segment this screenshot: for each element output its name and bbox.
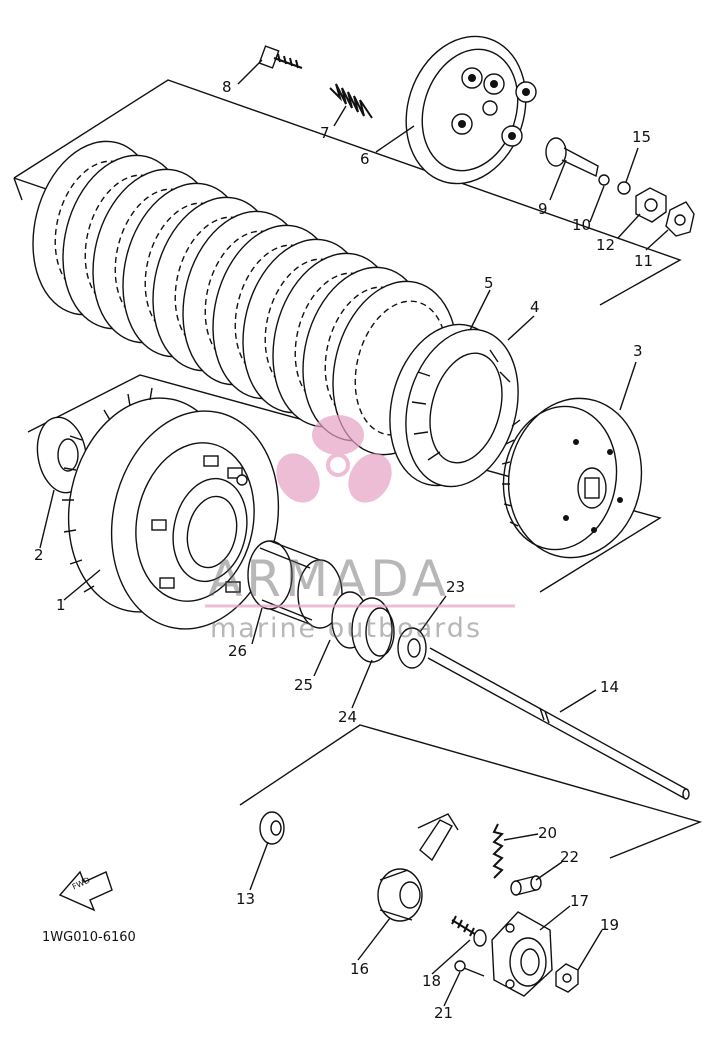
friction-plate-4 [405,328,519,488]
clutch-nut [635,187,667,223]
callout-17: 17 [570,892,590,910]
o-ring [598,174,610,186]
clutch-boss [501,397,643,559]
push-rod [545,137,599,178]
callout-3: 3 [633,342,643,360]
lock-washer [665,201,695,237]
callout-6: 6 [360,150,370,168]
push-rod-long [427,647,690,800]
callout-7: 7 [320,124,330,142]
watermark-brand: ARMADA [208,550,451,608]
adjusting-screw [451,915,487,947]
clutch-plate-stack [32,140,458,456]
clutch-spring [329,83,373,119]
oil-seal [259,811,285,845]
callout-9: 9 [538,200,548,218]
callout-25: 25 [294,676,314,694]
needle-bearing [247,540,343,629]
callout-23: 23 [446,578,466,596]
callout-15: 15 [632,128,652,146]
push-lever-shaft [377,813,459,922]
ball [617,181,631,195]
callout-11: 11 [634,252,654,270]
spacer [351,597,395,663]
callout-13: 13 [236,890,256,908]
callout-18: 18 [422,972,442,990]
callout-16: 16 [350,960,370,978]
callout-1: 1 [56,596,66,614]
callout-26: 26 [228,642,248,660]
callout-19: 19 [600,916,620,934]
callout-24: 24 [338,708,358,726]
callout-10: 10 [572,216,592,234]
callout-4: 4 [530,298,540,316]
callout-12: 12 [596,236,616,254]
callout-8: 8 [222,78,232,96]
callout-21: 21 [434,1004,454,1022]
leader-lines [39,59,669,1007]
screw [454,960,485,977]
pressure-plate [405,35,537,185]
callout-5: 5 [484,274,494,292]
cover-nut [555,963,579,993]
callout-2: 2 [34,546,44,564]
callout-20: 20 [538,824,558,842]
return-spring [492,823,504,879]
diagram-code: 1WG010-6160 [42,930,136,945]
spring-bolt [258,45,303,69]
thrust-washer-23 [397,627,427,669]
push-lever-cover [491,911,553,997]
callout-14: 14 [600,678,620,696]
clutch-housing [62,387,280,630]
watermark-tagline: marine outboards [210,613,483,644]
callout-22: 22 [560,848,580,866]
dowel-pin [510,875,542,896]
watermark-logo-icon [276,415,392,503]
fwd-arrow-icon [58,870,113,912]
thrust-washer [36,416,88,494]
